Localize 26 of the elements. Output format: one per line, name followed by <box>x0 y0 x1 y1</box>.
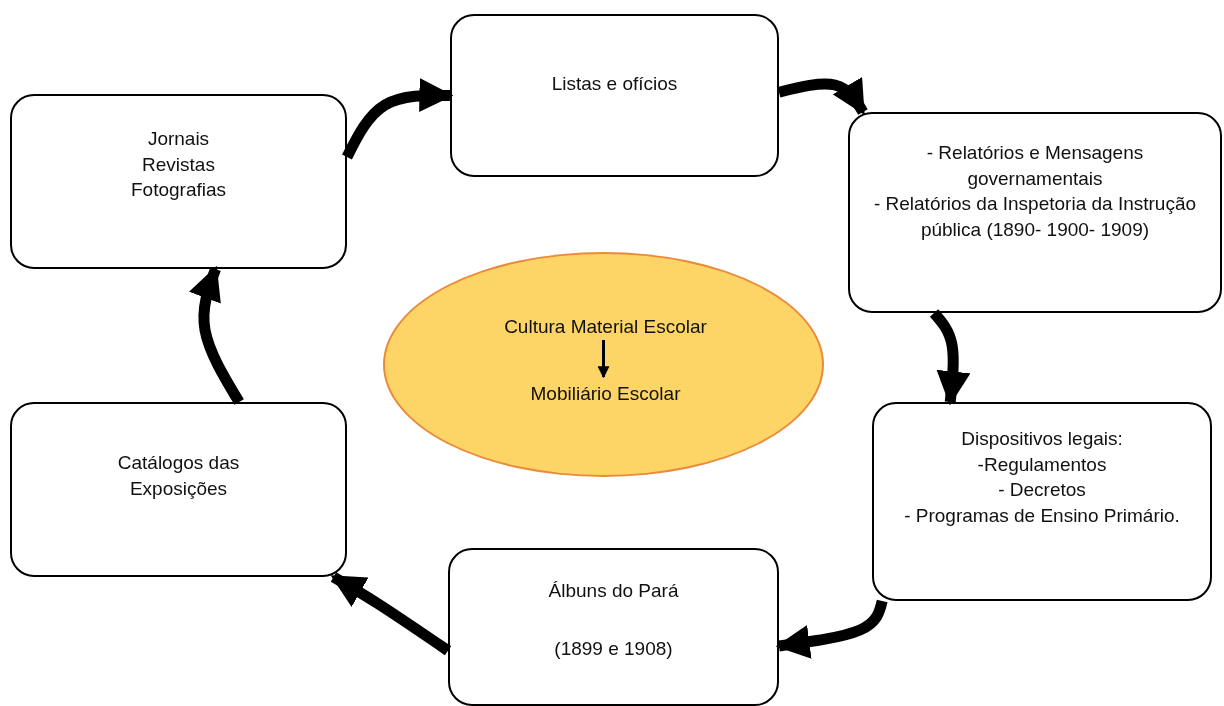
box-text: - Decretos <box>998 478 1086 503</box>
text-label: Cultura Material Escolar <box>445 312 766 342</box>
rounded-box <box>848 112 1222 313</box>
arrow <box>777 77 868 115</box>
box-text: -Regulamentos <box>977 452 1107 477</box>
box-text: - Relatórios da Inspetoria da Instrução pública (1890- 1900- 1909) <box>872 192 1198 242</box>
box-text: Dispositivos legais: <box>961 427 1123 451</box>
arrow <box>597 340 610 379</box>
rounded-box <box>10 94 347 269</box>
rounded-box <box>10 402 347 577</box>
arrow <box>342 78 454 160</box>
rounded-box <box>448 548 779 706</box>
rounded-box <box>450 14 779 177</box>
box-text: Jornais <box>147 127 210 151</box>
box-text: Listas e ofícios <box>551 72 678 96</box>
box-text: - Programas de Ensino Primário. <box>904 503 1180 528</box>
box-text: (1899 e 1908) <box>554 636 673 661</box>
box-text: Fotografias <box>130 178 226 203</box>
arrow <box>188 265 244 405</box>
text-label: Mobiliário Escolar <box>445 379 766 409</box>
box-text: Revistas <box>142 152 215 177</box>
box-text: Álbuns do Pará <box>548 579 679 603</box>
box-text: Catálogos das Exposições <box>116 451 241 501</box>
box-text: - Relatórios e Mensagens governamentais <box>925 141 1145 191</box>
arrow <box>330 572 452 656</box>
rounded-box <box>872 402 1212 601</box>
